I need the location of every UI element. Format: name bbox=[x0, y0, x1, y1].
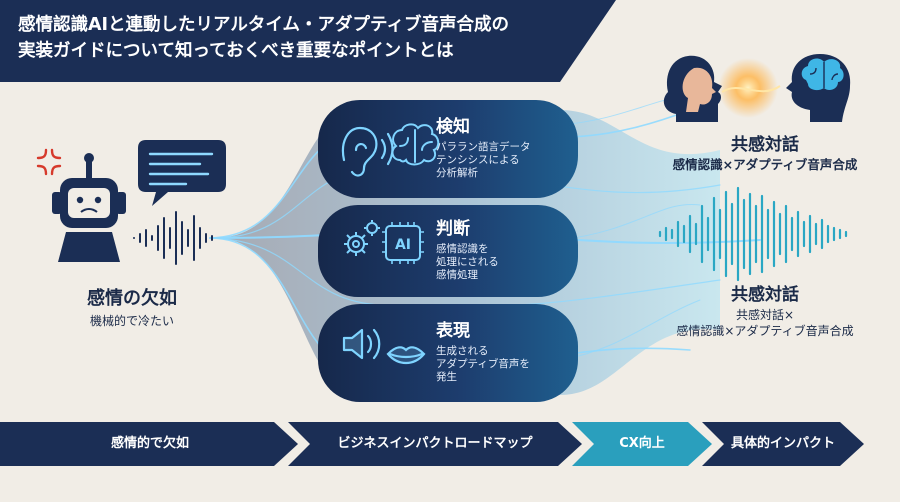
stage-judge: 判断 感情認識を 処理にされる 感情処理 bbox=[436, 214, 566, 282]
speech-bubble-icon bbox=[138, 140, 226, 206]
ai-chip-icon: AI bbox=[382, 222, 424, 264]
title-line-2: 実装ガイドについて知っておくべき重要なポイントとは bbox=[18, 41, 454, 61]
roadmap-arrow-2-shape bbox=[288, 422, 582, 466]
stage-capsule-judge bbox=[318, 205, 578, 297]
header-banner bbox=[0, 0, 616, 82]
stage-detect: 検知 パララン語言データ テンシシスによる 分析解析 bbox=[436, 112, 566, 180]
roadmap-arrow-4-shape bbox=[702, 422, 864, 466]
stage-judge-text: 感情認識を 処理にされる 感情処理 bbox=[436, 243, 566, 282]
lips-icon bbox=[386, 346, 426, 365]
ai-chip-label: AI bbox=[395, 237, 411, 253]
anger-icon bbox=[36, 148, 62, 176]
speaker-icon bbox=[342, 328, 381, 360]
stage-detect-line-2: テンシシスによる bbox=[436, 154, 520, 166]
roadmap-arrow-1: 感情的で欠如 bbox=[110, 436, 189, 451]
person-icon bbox=[663, 55, 722, 123]
stage-judge-line-1: 感情認識を bbox=[436, 243, 489, 255]
roadmap-arrow-3: CX向上 bbox=[619, 436, 665, 451]
stage-detect-line-3: 分析解析 bbox=[436, 167, 478, 179]
right-bottom-subtitle-1: 共感対話× bbox=[735, 308, 795, 322]
roadmap-arrow-4: 具体的インパクト bbox=[730, 436, 835, 451]
title-line-1: 感情認識AIと連動したリアルタイム・アダプティブ音声合成の bbox=[18, 15, 509, 35]
right-waveform bbox=[658, 186, 848, 282]
right-bottom-title: 共感対話 bbox=[731, 285, 799, 305]
page-title: 感情認識AIと連動したリアルタイム・アダプティブ音声合成の 実装ガイドについて知… bbox=[18, 12, 578, 64]
roadmap-arrow-3-shape bbox=[572, 422, 712, 466]
robot-icon bbox=[52, 153, 126, 262]
stage-detect-text: パララン語言データ テンシシスによる 分析解析 bbox=[436, 141, 566, 180]
brain-icon bbox=[391, 123, 440, 166]
right-top-title: 共感対話 bbox=[731, 135, 799, 155]
stage-express-line-1: 生成される bbox=[436, 345, 489, 357]
stage-detect-line-1: パララン語言データ bbox=[436, 141, 531, 153]
roadmap-arrow-1-shape bbox=[0, 422, 298, 466]
roadmap-bar bbox=[0, 422, 864, 466]
stage-judge-line-2: 処理にされる bbox=[436, 256, 499, 268]
stage-judge-line-3: 感情処理 bbox=[436, 269, 478, 281]
stage-express-line-2: アダプティブ音声を bbox=[436, 358, 530, 370]
gear-icon bbox=[344, 220, 380, 256]
stage-judge-title: 判断 bbox=[436, 219, 470, 239]
left-subtitle: 機械的で冷たい bbox=[89, 314, 174, 328]
stage-express-line-3: 発生 bbox=[436, 371, 457, 383]
left-waveform bbox=[133, 211, 213, 265]
right-bottom-subtitle-2: 感情認識×アダプティブ音声合成 bbox=[676, 324, 854, 338]
head-brain-icon bbox=[786, 54, 851, 122]
connection-glow bbox=[718, 58, 778, 118]
right-top-subtitle: 感情認識×アダプティブ音声合成 bbox=[672, 157, 858, 172]
stage-express-text: 生成される アダプティブ音声を 発生 bbox=[436, 345, 566, 384]
left-title: 感情の欠如 bbox=[87, 288, 177, 309]
stage-capsule-express bbox=[318, 304, 578, 402]
connection-line bbox=[721, 85, 781, 93]
stage-detect-title: 検知 bbox=[436, 117, 470, 137]
roadmap-arrow-2: ビジネスインパクトロードマップ bbox=[337, 436, 533, 451]
stage-capsule-detect bbox=[318, 100, 578, 198]
stage-express: 表現 生成される アダプティブ音声を 発生 bbox=[436, 316, 566, 384]
stage-express-title: 表現 bbox=[436, 321, 470, 341]
